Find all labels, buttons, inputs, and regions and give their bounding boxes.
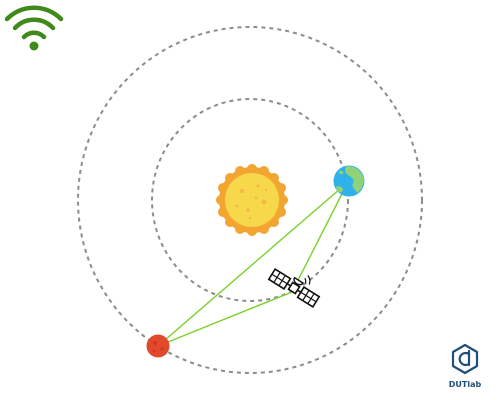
link-satellite-earth: [291, 181, 349, 293]
sun-icon: [216, 164, 288, 236]
outer-orbit: [77, 26, 423, 374]
inner-orbit: [151, 98, 349, 302]
link-mars-earth: [157, 181, 349, 347]
dutlab-logo: [451, 343, 479, 375]
communication-links: [157, 181, 349, 347]
logo-text: DUTlab: [449, 380, 482, 389]
satellite-icon: [267, 268, 321, 308]
link-mars-satellite: [157, 291, 293, 347]
earth-icon: [333, 165, 365, 197]
wifi-icon: [4, 5, 64, 51]
mars-icon: [146, 334, 170, 358]
